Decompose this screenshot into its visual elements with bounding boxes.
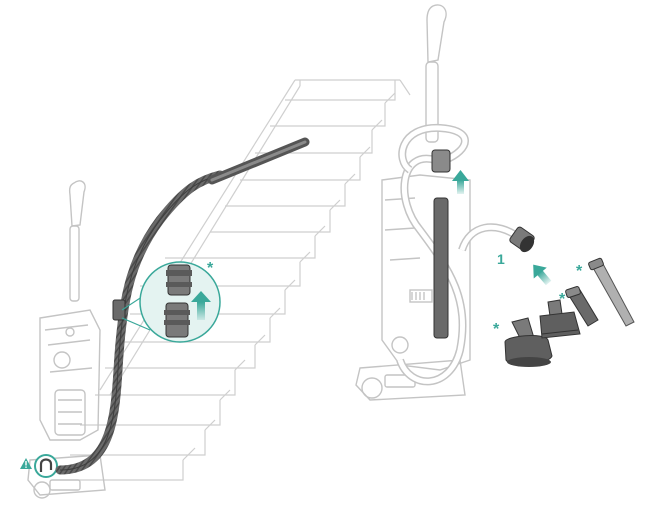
crevice-tool-long	[588, 257, 635, 327]
vacuum-right	[355, 4, 523, 401]
motorised-brush-tool	[504, 317, 553, 367]
up-arrow-icon	[533, 264, 552, 286]
up-arrow-icon	[452, 170, 469, 194]
wide-nozzle-tool	[539, 299, 581, 339]
vacuum-left	[27, 180, 106, 499]
connector-callout	[121, 261, 221, 343]
warning-icon	[20, 458, 32, 469]
optional-accessory-marker: *	[559, 291, 566, 308]
optional-accessory-marker: *	[207, 260, 214, 277]
hose-hook-icon	[34, 454, 58, 478]
crevice-tool-short	[565, 286, 599, 327]
staircase	[60, 79, 411, 481]
up-arrow-icon	[191, 291, 211, 320]
extended-hose	[55, 137, 310, 475]
vacuum-right-wand	[431, 149, 535, 339]
optional-accessory-marker: *	[576, 263, 583, 280]
optional-accessory-marker: *	[493, 321, 500, 338]
step-number: 1	[497, 251, 505, 267]
